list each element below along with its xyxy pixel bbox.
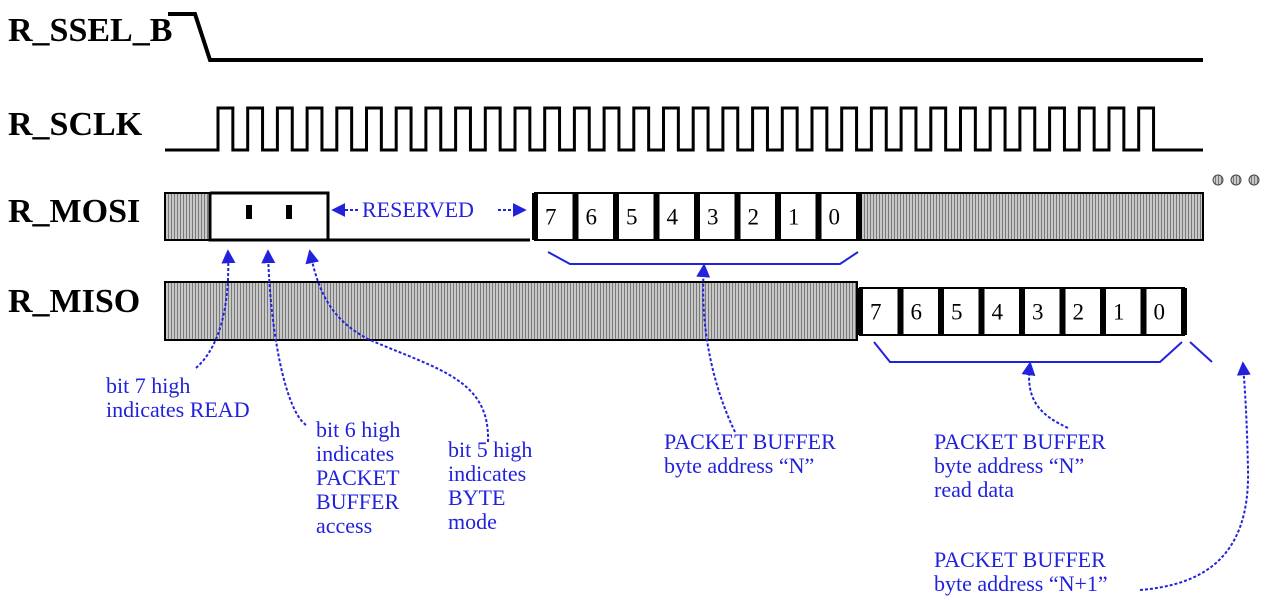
- miso-bit-boundary: [978, 288, 985, 335]
- signal-label-miso: R_MISO: [8, 283, 141, 320]
- miso-bit-label-2: 2: [1073, 300, 1085, 325]
- mosi-undefined-left: [164, 192, 211, 241]
- bit5-annotation: bit 5 high indicates BYTE mode: [448, 438, 532, 534]
- miso-bit-boundary: [1100, 288, 1106, 335]
- mosi-command-bit-tick-1: [246, 205, 252, 219]
- miso-bit-boundary: [1059, 288, 1066, 335]
- read-data-line-2: byte address “N”: [934, 453, 1085, 478]
- bit6-line-4: BUFFER: [316, 489, 400, 514]
- miso-byte-bracket: [873, 341, 1183, 363]
- address-n-arrow: [696, 263, 736, 433]
- mosi-bit-label-2: 2: [748, 205, 760, 230]
- mosi-bit-boundary: [653, 193, 660, 240]
- miso-bit-label-4: 4: [992, 300, 1004, 325]
- mosi-byte-bracket: [547, 251, 859, 265]
- bit5-line-2: indicates: [448, 461, 527, 486]
- miso-read-byte: 7 6 5 4 3 2 1 0: [857, 287, 1187, 336]
- miso-next-byte-bracket: [1189, 341, 1213, 363]
- bit6-arrow: [261, 249, 307, 426]
- mosi-bit-boundary: [856, 193, 862, 240]
- address-n1-line-2: byte address “N+1”: [934, 571, 1108, 596]
- miso-bit-boundary: [1019, 288, 1025, 335]
- mosi-bit-boundary: [815, 193, 822, 240]
- address-n1-arrow: [1139, 361, 1251, 591]
- signal-label-sclk: R_SCLK: [8, 106, 143, 143]
- reserved-label: RESERVED: [362, 197, 474, 222]
- bit6-line-1: bit 6 high: [316, 417, 401, 442]
- bit6-annotation: bit 6 high indicates PACKET BUFFER acces…: [316, 418, 400, 538]
- continuation-dot-2: [1230, 174, 1242, 186]
- miso-bit-boundary: [1181, 288, 1187, 335]
- bit5-line-4: mode: [448, 509, 497, 534]
- mosi-bit-boundary: [572, 193, 579, 240]
- address-n1-annotation: PACKET BUFFER byte address “N+1”: [934, 548, 1108, 596]
- bit7-line-2: indicates READ: [106, 397, 250, 422]
- bit6-line-2: indicates: [316, 441, 395, 466]
- mosi-bit-label-3: 3: [707, 205, 719, 230]
- miso-bit-label-5: 5: [951, 300, 963, 325]
- mosi-bit-boundary: [734, 193, 741, 240]
- miso-bit-cell-0: [1142, 287, 1185, 336]
- address-n-line-2: byte address “N”: [664, 453, 815, 478]
- bit6-line-3: PACKET: [316, 465, 400, 490]
- address-n1-line-1: PACKET BUFFER: [934, 547, 1106, 572]
- read-data-line-3: read data: [934, 477, 1014, 502]
- bit7-arrow: [195, 249, 236, 369]
- miso-bit-label-3: 3: [1032, 300, 1044, 325]
- bit5-line-1: bit 5 high: [448, 437, 533, 462]
- read-data-annotation: PACKET BUFFER byte address “N” read data: [934, 430, 1106, 502]
- mosi-bit-label-1: 1: [788, 205, 800, 230]
- signal-label-ssel: R_SSEL_B: [8, 12, 173, 49]
- read-data-arrow: [1021, 361, 1069, 429]
- mosi-bit-label-6: 6: [586, 205, 598, 230]
- continuation-dot-3: [1248, 174, 1260, 186]
- mosi-bit-boundary: [694, 193, 700, 240]
- miso-bit-label-6: 6: [911, 300, 923, 325]
- mosi-bit-boundary: [613, 193, 619, 240]
- mosi-bit-boundary: [532, 193, 538, 240]
- continuation-dot-1: [1212, 174, 1224, 186]
- bit5-arrow: [305, 249, 490, 443]
- mosi-bit-label-4: 4: [667, 205, 679, 230]
- read-data-line-1: PACKET BUFFER: [934, 429, 1106, 454]
- bit7-line-1: bit 7 high: [106, 373, 191, 398]
- bit7-annotation: bit 7 high indicates READ: [106, 374, 250, 422]
- miso-bit-boundary: [897, 288, 904, 335]
- mosi-address-byte: 7 6 5 4 3 2 1 0: [532, 192, 862, 241]
- miso-undefined-left: [164, 281, 858, 341]
- mosi-bit-label-5: 5: [626, 205, 638, 230]
- sclk-waveform: [165, 106, 1203, 152]
- bit6-line-5: access: [316, 513, 373, 538]
- address-n-line-1: PACKET BUFFER: [664, 429, 836, 454]
- miso-bit-label-1: 1: [1113, 300, 1125, 325]
- mosi-bit-label-0: 0: [829, 205, 841, 230]
- signal-label-mosi: R_MOSI: [8, 193, 141, 230]
- ssel-waveform: [168, 12, 1203, 62]
- mosi-command-bit-tick-2: [286, 205, 292, 219]
- miso-bit-boundary: [1140, 288, 1147, 335]
- bit5-line-3: BYTE: [448, 485, 506, 510]
- miso-bit-label-0: 0: [1154, 300, 1166, 325]
- mosi-bit-label-7: 7: [545, 205, 557, 230]
- mosi-command-byte: [208, 191, 330, 242]
- mosi-undefined-right: [854, 192, 1204, 241]
- miso-bit-boundary: [857, 288, 863, 335]
- mosi-bit-boundary: [775, 193, 781, 240]
- miso-bit-label-7: 7: [870, 300, 882, 325]
- address-n-annotation: PACKET BUFFER byte address “N”: [664, 430, 836, 478]
- miso-bit-boundary: [938, 288, 944, 335]
